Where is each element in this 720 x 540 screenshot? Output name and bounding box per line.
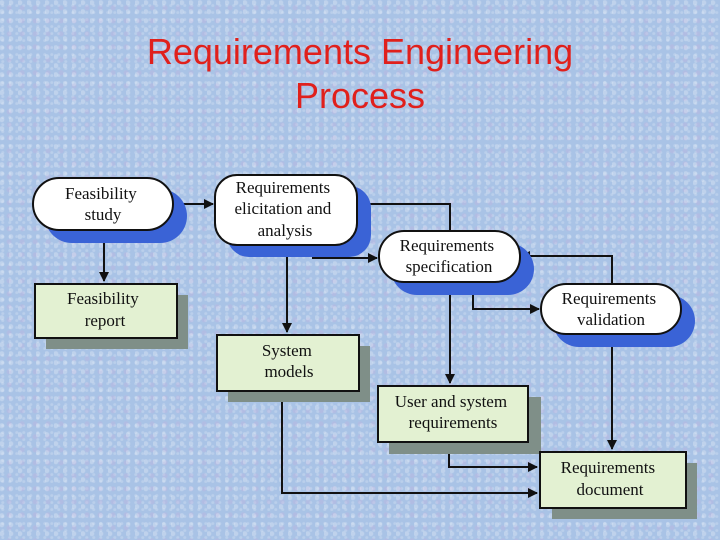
process-requirements-specification: Requirements specification [378, 230, 534, 295]
system-models-label: System models [262, 341, 316, 381]
slide-title-line-1: Requirements Engineering [146, 31, 574, 72]
arrow-models-to-document [281, 391, 538, 498]
elicitation-label: Requirements elicitation and analysis [234, 178, 335, 240]
document-feasibility-report: Feasibility report [34, 283, 188, 349]
document-user-system-requirements: User and system requirements [377, 385, 541, 454]
validation-label: Requirements validation [562, 289, 661, 329]
process-feasibility-study: Feasibility study [32, 177, 187, 243]
requirements-document-label: Requirements document [561, 458, 660, 499]
user-system-requirements-label: User and system requirements [395, 392, 512, 432]
connectors [99, 199, 617, 498]
arrow-validation-to-spec [520, 251, 613, 283]
process-requirements-elicitation: Requirements elicitation and analysis [214, 174, 371, 257]
slide-title: Requirements Engineering Process [0, 30, 720, 118]
feasibility-study-label: Feasibility study [65, 184, 141, 224]
slide-title-line-2: Process [294, 75, 426, 116]
specification-label: Requirements specification [400, 236, 499, 276]
document-requirements-document: Requirements document [539, 451, 697, 519]
process-requirements-validation: Requirements validation [540, 283, 695, 347]
document-system-models: System models [216, 334, 370, 402]
feasibility-report-label: Feasibility report [67, 289, 143, 330]
arrow-spec-to-elicitation [358, 199, 451, 230]
